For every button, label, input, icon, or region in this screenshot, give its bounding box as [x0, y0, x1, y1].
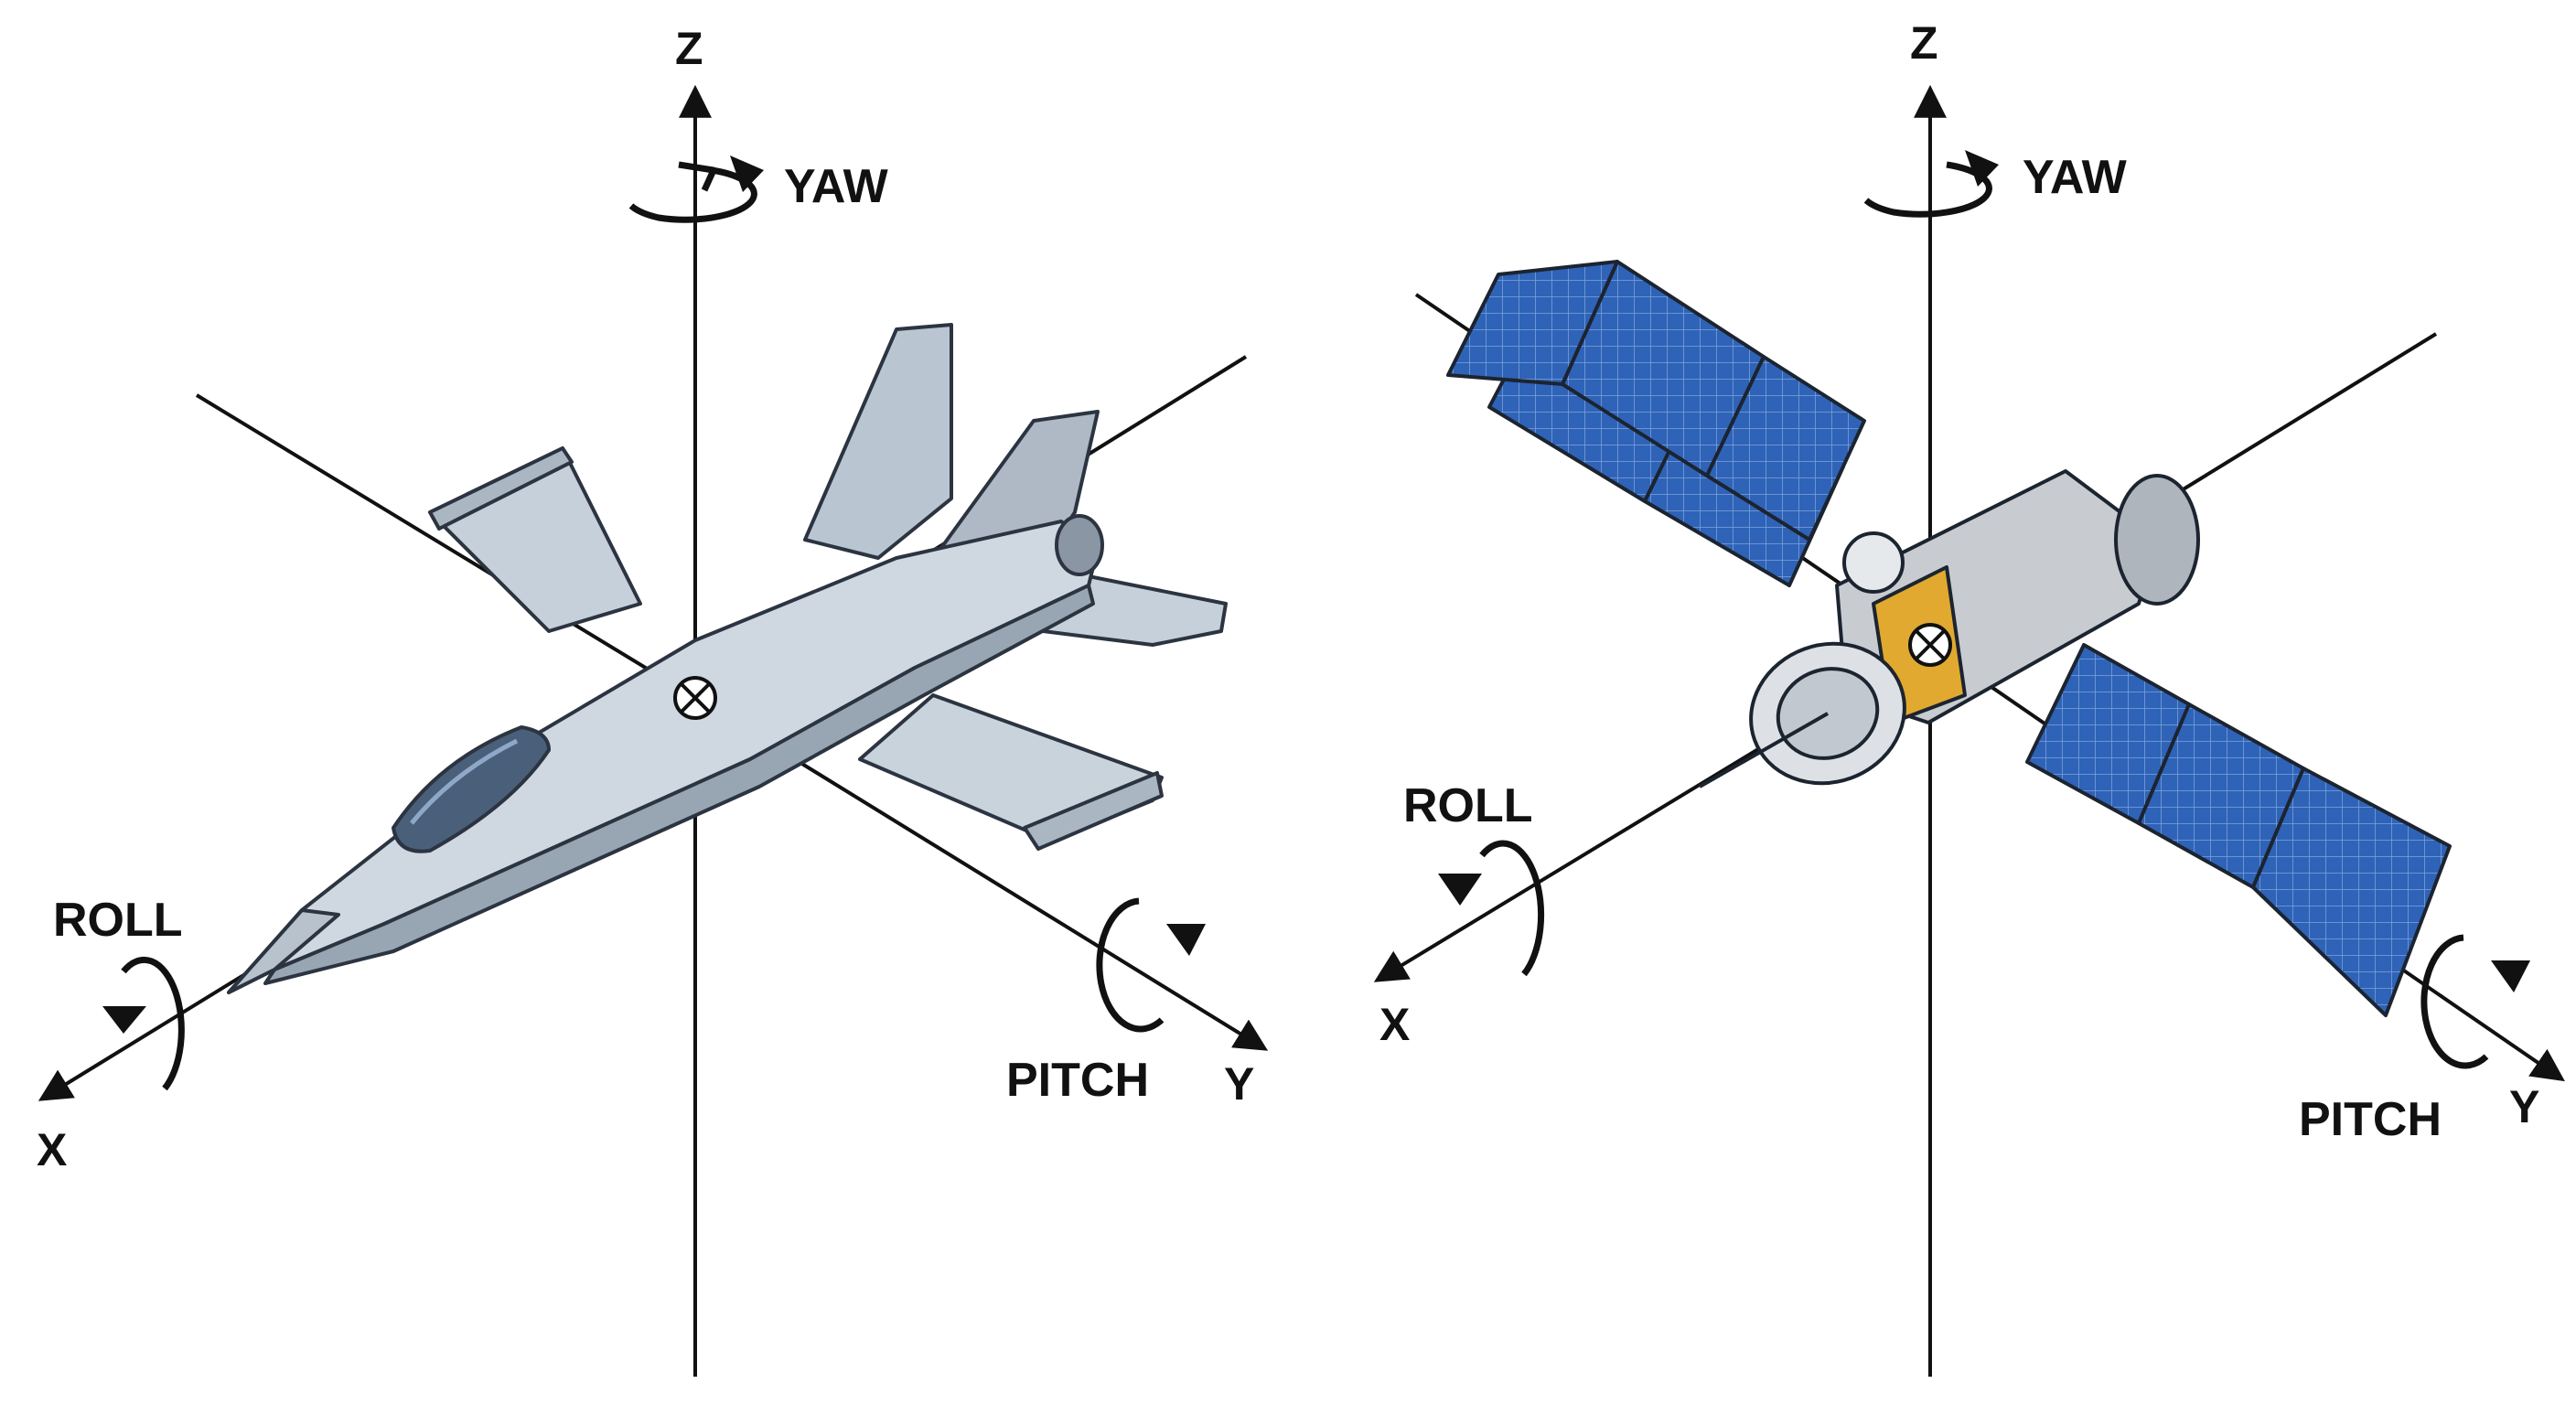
solar-array-right — [2025, 643, 2452, 1017]
aircraft-x-axis-rear — [195, 393, 697, 700]
aircraft-yaw-label: YAW — [784, 160, 888, 213]
satellite-diagram — [1373, 84, 2565, 1377]
aircraft-roll-label: ROLL — [53, 894, 183, 947]
fighter-jet-illustration — [227, 323, 1228, 994]
solar-array-left — [1446, 260, 1866, 587]
satellite-yaw-label: YAW — [2023, 151, 2127, 204]
satellite-roll-rotation-icon — [1438, 840, 1545, 977]
aircraft-yaw-rotation-icon — [628, 156, 764, 223]
satellite-yaw-rotation-icon — [1863, 150, 1999, 218]
aircraft-roll-rotation-icon — [102, 956, 185, 1091]
aircraft-pitch-rotation-icon — [1096, 897, 1206, 1033]
aircraft-z-axis-label: Z — [675, 23, 703, 74]
satellite-pitch-label: PITCH — [2299, 1093, 2442, 1146]
satellite-pitch-rotation-icon — [2420, 934, 2530, 1069]
aircraft-center-of-gravity-icon — [673, 676, 717, 720]
aircraft-pitch-label: PITCH — [1006, 1054, 1149, 1107]
satellite-center-of-gravity-icon — [1908, 623, 1952, 667]
aircraft-diagram — [38, 84, 1269, 1377]
satellite-z-axis-label: Z — [1910, 17, 1938, 69]
satellite-x-axis-label: X — [1379, 999, 1411, 1050]
aircraft-x-axis-label: X — [37, 1124, 68, 1175]
satellite-roll-label: ROLL — [1403, 779, 1533, 832]
satellite-panel: Z YAW ROLL X PITCH Y — [1288, 0, 2576, 1405]
aircraft-y-axis-label: Y — [1224, 1058, 1255, 1110]
aircraft-panel: Z YAW ROLL X PITCH Y — [37, 23, 1269, 1377]
satellite-y-axis-label: Y — [2509, 1081, 2540, 1132]
